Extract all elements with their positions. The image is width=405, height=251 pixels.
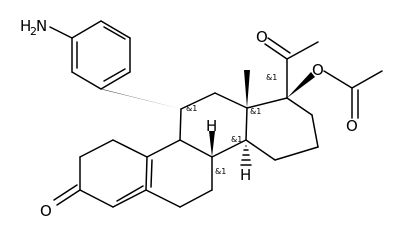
- ring-d: [245, 97, 319, 161]
- ketone-bond: [56, 189, 81, 206]
- c8-h-wedge: [209, 131, 215, 157]
- ring-b: [145, 139, 213, 208]
- c14-h-hash: [240, 145, 252, 166]
- acetyl-o-label: O: [256, 28, 268, 46]
- stereo-c8: &1: [215, 167, 226, 176]
- amino-h-label: H: [20, 17, 31, 35]
- h8-label: H: [206, 117, 217, 135]
- stereo-c11: &1: [186, 104, 197, 113]
- ketone-bond-2: [53, 184, 78, 201]
- amino-group: H 2 N: [20, 17, 47, 38]
- c11-aryl-wedge: [98, 88, 181, 109]
- acetyl-co-bond: [264, 43, 288, 60]
- acetyl-methyl-bond: [286, 41, 319, 60]
- amino-n-label: N: [36, 17, 47, 35]
- ring-a: [79, 139, 148, 208]
- ester-o-c-bond: [323, 70, 353, 89]
- c17-ester-wedge: [287, 72, 315, 98]
- ester-methyl-bond: [351, 70, 383, 89]
- c13-methyl-wedge: [244, 70, 250, 108]
- c-n-bond: [49, 26, 73, 39]
- ketone-o-label: O: [40, 202, 52, 220]
- ester-o-label: O: [312, 61, 324, 79]
- stereo-c17: &1: [266, 73, 277, 82]
- amino-h-count: 2: [30, 25, 37, 38]
- stereo-c13: &1: [250, 107, 261, 116]
- aniline-ring: [71, 20, 131, 90]
- acetyl-co-bond-2: [267, 37, 291, 54]
- stereo-c14: &1: [231, 135, 242, 144]
- h14-label: H: [240, 166, 251, 184]
- ring-c: [179, 92, 248, 158]
- ester-carbonyl-o-label: O: [346, 117, 358, 135]
